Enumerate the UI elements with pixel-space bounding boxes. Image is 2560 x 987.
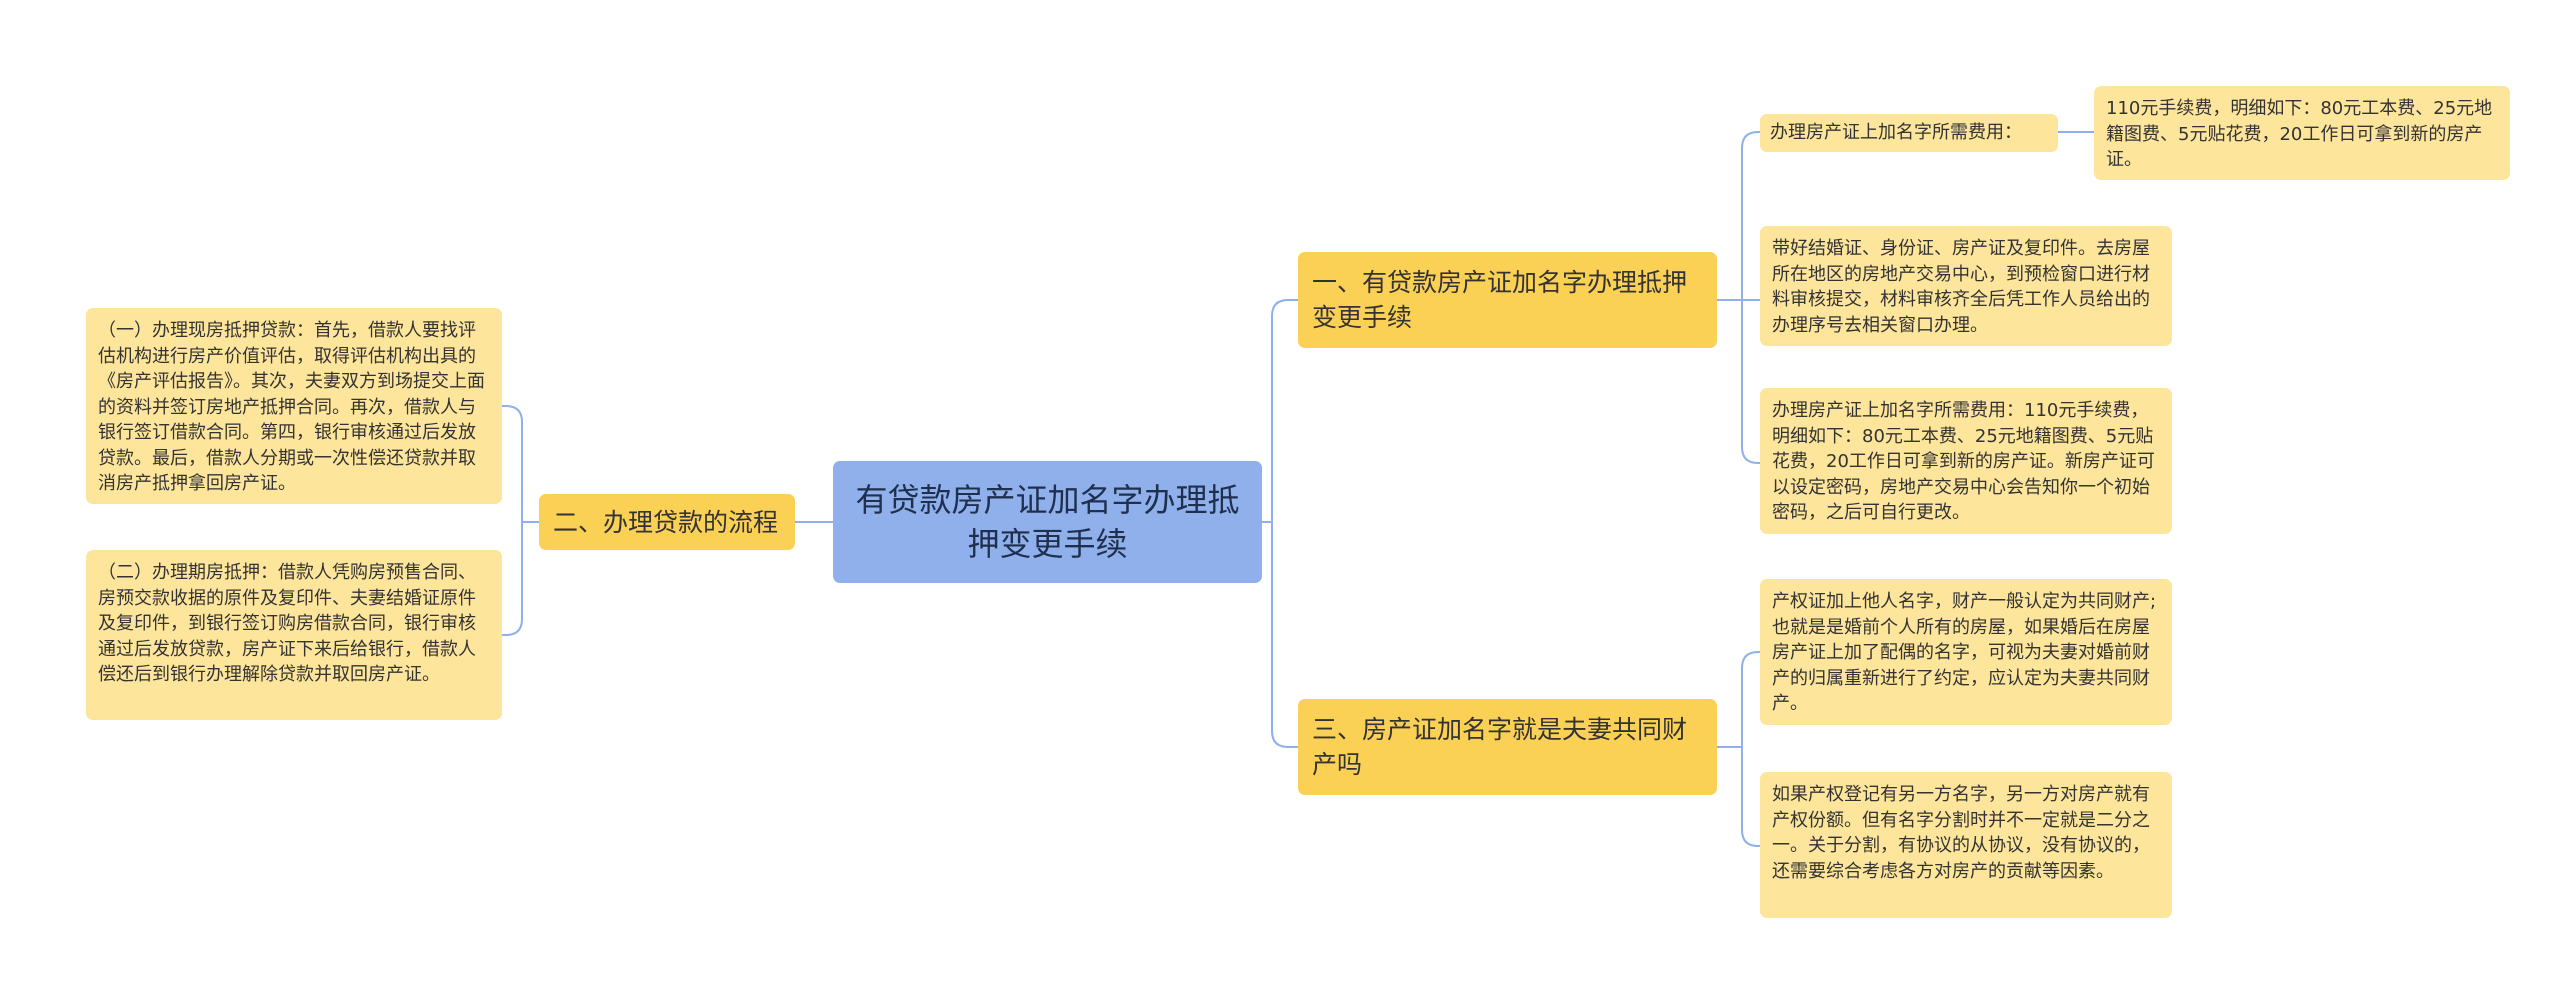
branch-1-label: 一、有贷款房产证加名字办理抵押变更手续 <box>1312 268 1688 332</box>
leaf-b1-documents[interactable]: 带好结婚证、身份证、房产证及复印件。去房屋所在地区的房地产交易中心，到预检窗口进… <box>1760 226 2172 346</box>
leaf-b3-joint-property[interactable]: 产权证加上他人名字，财产一般认定为共同财产;也就是是婚前个人所有的房屋，如果婚后… <box>1760 579 2172 725</box>
connector-b3-l2 <box>1717 746 1760 847</box>
leaf-b1-fee-label-text: 办理房产证上加名字所需费用： <box>1770 122 2022 143</box>
root-node[interactable]: 有贷款房产证加名字办理抵押变更手续 <box>833 461 1262 583</box>
connector-b3-l1 <box>1717 651 1760 748</box>
leaf-b1-fee-detail[interactable]: 110元手续费，明细如下：80元工本费、25元地籍图费、5元贴花费，20工作日可… <box>2094 86 2510 180</box>
connector-b2-l1 <box>502 405 539 523</box>
leaf-b1-documents-text: 带好结婚证、身份证、房产证及复印件。去房屋所在地区的房地产交易中心，到预检窗口进… <box>1772 238 2150 336</box>
branch-node-3[interactable]: 三、房产证加名字就是夫妻共同财产吗 <box>1298 699 1717 795</box>
leaf-b1-fee-detail-text: 110元手续费，明细如下：80元工本费、25元地籍图费、5元贴花费，20工作日可… <box>2106 98 2493 170</box>
leaf-b2-existing-mortgage[interactable]: （一）办理现房抵押贷款：首先，借款人要找评估机构进行房产价值评估，取得评估机构出… <box>86 308 502 504</box>
branch-3-label: 三、房产证加名字就是夫妻共同财产吗 <box>1312 715 1688 779</box>
leaf-b1-fee-full[interactable]: 办理房产证上加名字所需费用：110元手续费，明细如下：80元工本费、25元地籍图… <box>1760 388 2172 534</box>
connector-root-b3 <box>1262 521 1298 748</box>
leaf-b3-joint-property-text: 产权证加上他人名字，财产一般认定为共同财产;也就是是婚前个人所有的房屋，如果婚后… <box>1772 591 2157 714</box>
connector-b2-l2 <box>502 521 539 636</box>
leaf-b2-presale-mortgage[interactable]: （二）办理期房抵押：借款人凭购房预售合同、房预交款收据的原件及复印件、夫妻结婚证… <box>86 550 502 720</box>
branch-2-label: 二、办理贷款的流程 <box>553 507 779 537</box>
leaf-b2-existing-mortgage-text: （一）办理现房抵押贷款：首先，借款人要找评估机构进行房产价值评估，取得评估机构出… <box>98 320 485 494</box>
leaf-b1-fee-label[interactable]: 办理房产证上加名字所需费用： <box>1760 114 2058 152</box>
branch-node-2[interactable]: 二、办理贷款的流程 <box>539 494 795 550</box>
leaf-b3-share-division[interactable]: 如果产权登记有另一方名字，另一方对房产就有产权份额。但有名字分割时并不一定就是二… <box>1760 772 2172 918</box>
branch-node-1[interactable]: 一、有贷款房产证加名字办理抵押变更手续 <box>1298 252 1717 348</box>
connector-b1-l1 <box>1717 131 1760 301</box>
leaf-b3-share-division-text: 如果产权登记有另一方名字，另一方对房产就有产权份额。但有名字分割时并不一定就是二… <box>1772 784 2150 882</box>
leaf-b1-fee-full-text: 办理房产证上加名字所需费用：110元手续费，明细如下：80元工本费、25元地籍图… <box>1772 400 2155 523</box>
connector-b1-l3 <box>1717 299 1760 464</box>
connector-root-b1 <box>1262 299 1298 523</box>
leaf-b2-presale-mortgage-text: （二）办理期房抵押：借款人凭购房预售合同、房预交款收据的原件及复印件、夫妻结婚证… <box>98 562 476 685</box>
root-label: 有贷款房产证加名字办理抵押变更手续 <box>855 481 1240 563</box>
